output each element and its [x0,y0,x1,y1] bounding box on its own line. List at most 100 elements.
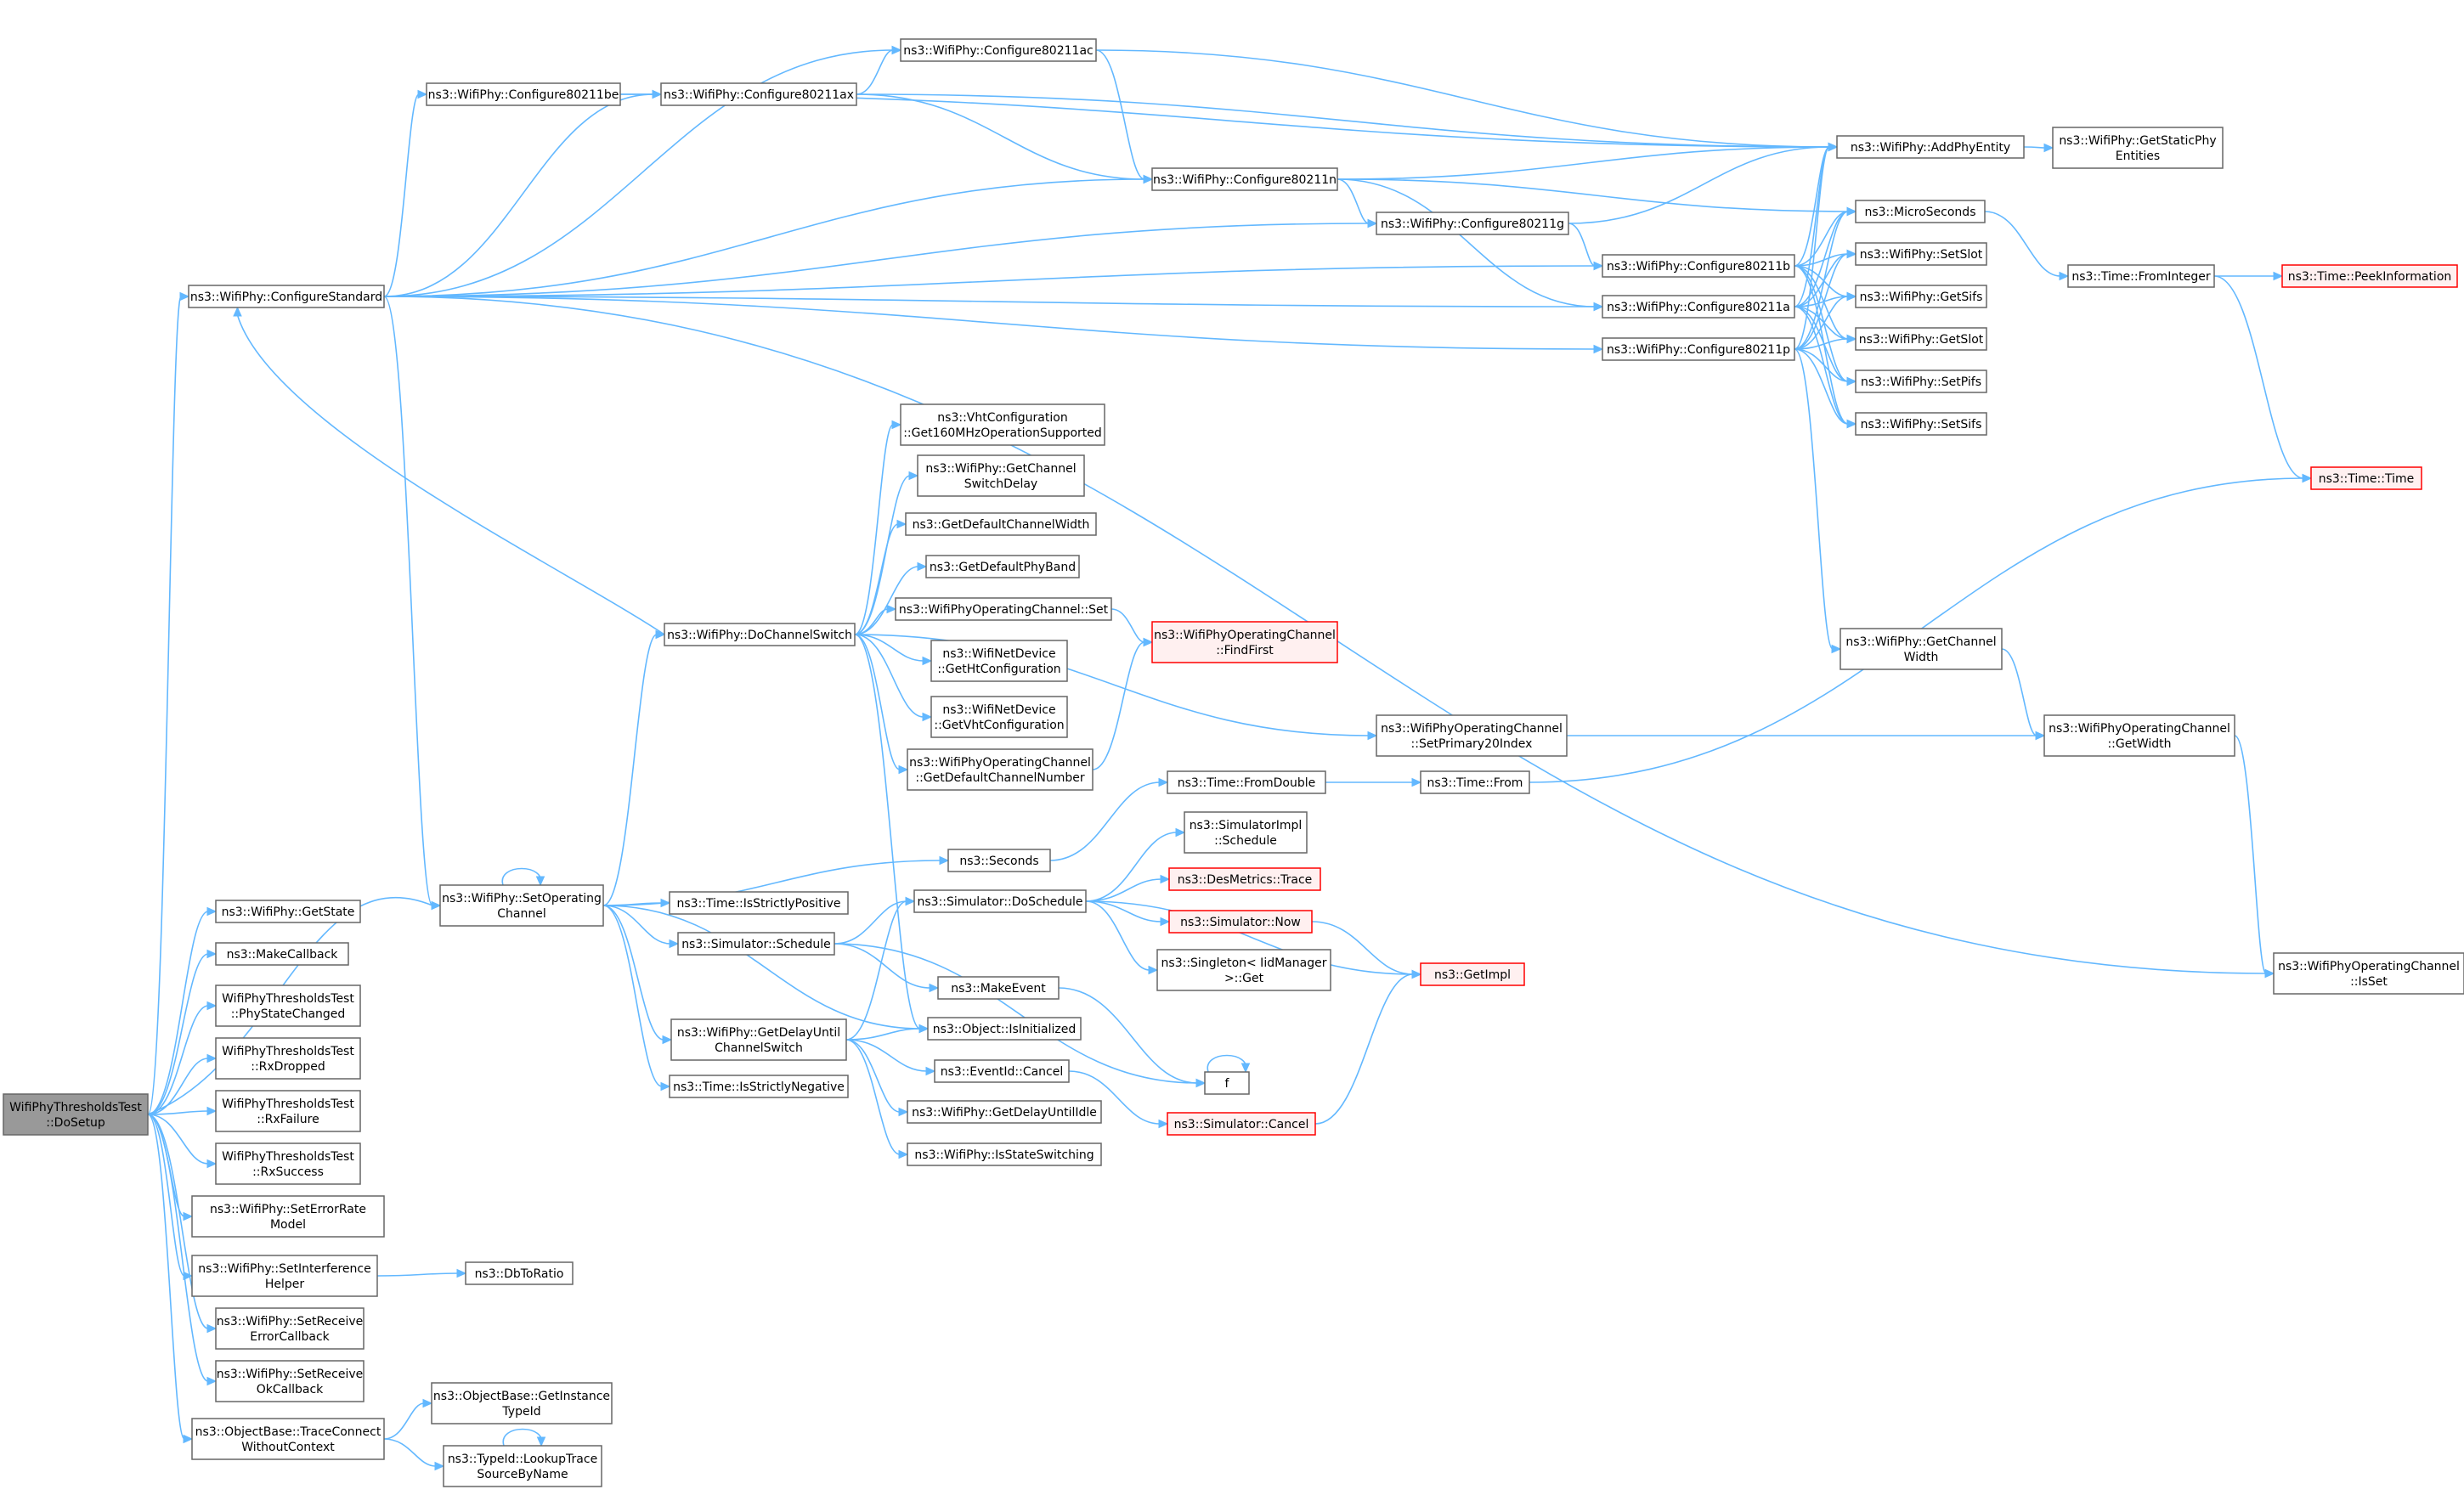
node-isSet[interactable]: ns3::WifiPhyOperatingChannel::IsSet [2273,952,2464,995]
node-traceConnect[interactable]: ns3::ObjectBase::TraceConnectWithoutCont… [191,1418,385,1460]
node-label: ns3::VhtConfiguration [937,411,1067,425]
node-isStrictlyPositive[interactable]: ns3::Time::IsStrictlyPositive [669,891,849,915]
node-addPhyEntity[interactable]: ns3::WifiPhy::AddPhyEntity [1836,135,2025,159]
node-timeTime[interactable]: ns3::Time::Time [2310,466,2422,490]
node-simImplSchedule[interactable]: ns3::SimulatorImpl::Schedule [1184,811,1308,854]
node-singletonGet[interactable]: ns3::Singleton< IidManager >::Get [1156,949,1331,991]
node-configureStandard[interactable]: ns3::WifiPhy::ConfigureStandard [188,285,385,308]
node-box [215,1142,361,1185]
node-makeCallback[interactable]: ns3::MakeCallback [215,942,349,966]
node-microSeconds[interactable]: ns3::MicroSeconds [1855,200,1986,223]
node-fromDouble[interactable]: ns3::Time::FromDouble [1167,770,1326,794]
edge-arrowhead [206,906,218,917]
edge-configure80211p-to-microSeconds [1794,211,1849,350]
node-opChannelSet[interactable]: ns3::WifiPhyOperatingChannel::Set [895,597,1112,621]
node-isStrictlyNegative[interactable]: ns3::Time::IsStrictlyNegative [669,1075,849,1098]
node-simulatorNow[interactable]: ns3::Simulator::Now [1168,910,1313,934]
node-box [215,1037,361,1080]
edge-arrowhead [939,855,950,866]
node-seconds[interactable]: ns3::Seconds [947,849,1051,872]
node-configure80211g[interactable]: ns3::WifiPhy::Configure80211g [1376,212,1569,235]
node-getWidth[interactable]: ns3::WifiPhyOperatingChannel::GetWidth [2043,714,2235,757]
node-box [426,82,621,106]
node-configure80211p[interactable]: ns3::WifiPhy::Configure80211p [1602,337,1795,361]
node-getSlot[interactable]: ns3::WifiPhy::GetSlot [1855,327,1987,351]
node-setSifs[interactable]: ns3::WifiPhy::SetSifs [1855,412,1987,436]
edge-arrowhead [206,949,218,959]
node-getVhtConfiguration[interactable]: ns3::WifiNetDevice::GetVhtConfiguration [930,696,1068,738]
edge-traceConnect-to-getInstanceTypeId [383,1402,425,1440]
node-configure80211ax[interactable]: ns3::WifiPhy::Configure80211ax [660,82,857,106]
node-getImpl[interactable]: ns3::GetImpl [1420,962,1525,986]
node-phyStateChanged[interactable]: WifiPhyThresholdsTest::PhyStateChanged [215,984,361,1027]
node-configure80211be[interactable]: ns3::WifiPhy::Configure80211be [426,82,621,106]
node-rxSuccess[interactable]: WifiPhyThresholdsTest::RxSuccess [215,1142,361,1185]
node-getSifs[interactable]: ns3::WifiPhy::GetSifs [1855,285,1987,308]
node-label: ns3::GetImpl [1434,968,1511,982]
node-peekInformation[interactable]: ns3::Time::PeekInformation [2281,264,2458,288]
node-doChannelSwitch[interactable]: ns3::WifiPhy::DoChannelSwitch [664,623,856,646]
edge-arrowhead [1143,174,1154,184]
node-makeEvent[interactable]: ns3::MakeEvent [937,976,1060,1000]
node-label: ns3::Simulator::Schedule [681,938,831,951]
node-getDefaultChannelNumber[interactable]: ns3::WifiPhyOperatingChannel::GetDefault… [907,748,1094,791]
node-setPrimary20Index[interactable]: ns3::WifiPhyOperatingChannel::SetPrimary… [1376,714,1568,757]
node-isStateSwitching[interactable]: ns3::WifiPhy::IsStateSwitching [907,1142,1102,1166]
node-f[interactable]: f [1204,1071,1250,1095]
node-configure80211ac[interactable]: ns3::WifiPhy::Configure80211ac [900,38,1097,62]
node-box [660,82,857,106]
node-findFirst[interactable]: ns3::WifiPhyOperatingChannel::FindFirst [1151,621,1338,663]
node-getDefaultPhyBand[interactable]: ns3::GetDefaultPhyBand [925,555,1080,578]
edge-configureStandard-to-configure80211ac [383,49,894,297]
node-box [431,1382,613,1424]
node-simulatorCancel[interactable]: ns3::Simulator::Cancel [1167,1112,1316,1136]
node-label: ns3::MicroSeconds [1864,206,1975,219]
node-rxDropped[interactable]: WifiPhyThresholdsTest::RxDropped [215,1037,361,1080]
node-eventIdCancel[interactable]: ns3::EventId::Cancel [934,1059,1070,1083]
node-get160[interactable]: ns3::VhtConfiguration::Get160MHzOperatio… [900,403,1105,446]
node-root[interactable]: WifiPhyThresholdsTest::DoSetup [3,1093,149,1136]
edge-arrowhead [1367,218,1378,228]
node-getState[interactable]: ns3::WifiPhy::GetState [215,900,361,923]
edge-doChannelSwitch-to-getHtConfiguration [854,634,924,662]
node-label: ns3::WifiPhy::SetReceive [217,1368,364,1381]
node-box [1420,962,1525,986]
node-label: ns3::MakeEvent [951,982,1046,996]
node-rxFailure[interactable]: WifiPhyThresholdsTest::RxFailure [215,1090,361,1132]
node-simulatorSchedule[interactable]: ns3::Simulator::Schedule [677,932,835,956]
node-getHtConfiguration[interactable]: ns3::WifiNetDevice::GetHtConfiguration [930,640,1068,682]
node-fromInteger[interactable]: ns3::Time::FromInteger [2067,264,2215,288]
edge-arrowhead [655,629,666,640]
node-setPifs[interactable]: ns3::WifiPhy::SetPifs [1855,370,1987,393]
node-timeFrom[interactable]: ns3::Time::From [1420,770,1530,794]
node-label: ns3::DbToRatio [475,1267,564,1281]
edge-root-to-getState [147,911,209,1115]
edge-root-to-setErrorRateModel [147,1114,185,1217]
node-isInitialized[interactable]: ns3::Object::IsInitialized [927,1017,1082,1041]
node-getDelayUntilIdle[interactable]: ns3::WifiPhy::GetDelayUntilIdle [907,1100,1102,1124]
node-dbToRatio[interactable]: ns3::DbToRatio [465,1261,574,1285]
node-desMetricsTrace[interactable]: ns3::DesMetrics::Trace [1168,867,1321,891]
node-doSchedule[interactable]: ns3::Simulator::DoSchedule [913,889,1087,913]
node-configure80211b[interactable]: ns3::WifiPhy::Configure80211b [1602,254,1795,278]
edge-arrowhead [1158,777,1169,787]
node-setSlot[interactable]: ns3::WifiPhy::SetSlot [1855,242,1987,266]
edge-arrowhead [1160,874,1171,884]
node-label: ns3::WifiPhy::SetSifs [1861,418,1982,432]
node-configure80211n[interactable]: ns3::WifiPhy::Configure80211n [1151,167,1338,191]
node-getDefaultChannelWidth[interactable]: ns3::GetDefaultChannelWidth [905,512,1097,536]
node-box [907,1142,1102,1166]
node-label: f [1225,1077,1230,1091]
node-configure80211a[interactable]: ns3::WifiPhy::Configure80211a [1602,295,1795,319]
